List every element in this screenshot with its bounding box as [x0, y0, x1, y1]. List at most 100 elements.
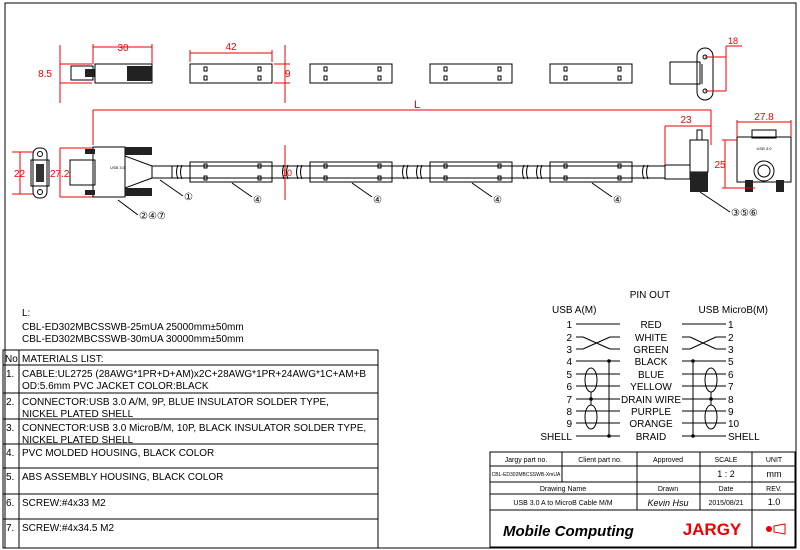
jargy-logo: JARGY: [683, 520, 742, 539]
balloon-mold: ④: [613, 195, 622, 206]
materials-table: No MATERIALS LIST: 1.CABLE:UL2725 (28AWG…: [2, 349, 379, 549]
svg-text:SCREW:#4x33 M2: SCREW:#4x33 M2: [22, 498, 106, 509]
svg-text:DRAIN WIRE: DRAIN WIRE: [621, 395, 681, 406]
microb-connector-side: 23 ③⑤⑥: [664, 115, 758, 219]
materials-row: 1.CABLE:UL2725 (28AWG*1PR+D+AM)x2C+28AWG…: [6, 369, 366, 392]
usb-a-connector: 27.2 USB 3.0: [50, 146, 173, 198]
dim-micro-width: 27.8: [754, 112, 774, 123]
balloon-mold: ④: [373, 195, 382, 206]
drawing-name-value: USB 3.0 A to MicroB Cable M/M: [513, 500, 612, 507]
dim-micro-face-height: 25: [714, 160, 726, 171]
svg-text:BLACK: BLACK: [635, 357, 668, 368]
dim-mold-height: 9: [285, 69, 291, 80]
pinout-left-title: USB A(M): [552, 305, 596, 316]
mold-top-1: [189, 63, 273, 84]
mold-top-4: [549, 63, 633, 84]
pinout-diagram: PIN OUT USB A(M) USB MicroB(M) 1 RED 1 2 WHI…: [540, 290, 768, 443]
mold-top-views: [189, 63, 633, 84]
svg-text:WHITE: WHITE: [635, 333, 668, 344]
mold-main-2: [309, 161, 393, 183]
unit-label: UNIT: [766, 457, 783, 464]
materials-row: 6.SCREW:#4x33 M2: [6, 498, 106, 509]
dim-cable-od: 10: [282, 168, 292, 178]
materials-row: 5.ABS ASSEMBLY HOUSING, BLACK COLOR: [6, 472, 223, 483]
rev-label: REV.: [766, 486, 782, 493]
svg-text:USB 3.0: USB 3.0: [757, 146, 773, 151]
projection-symbol-icon: [766, 523, 786, 535]
svg-text:2.: 2.: [6, 397, 14, 408]
svg-text:BRAID: BRAID: [636, 432, 667, 443]
svg-text:3: 3: [566, 345, 572, 356]
dim-plug-width: 30: [117, 43, 129, 54]
svg-text:CONNECTOR:USB 3.0 A/M, 9P, BLU: CONNECTOR:USB 3.0 A/M, 9P, BLUE INSULATO…: [22, 397, 329, 408]
svg-text:USB 3.0: USB 3.0: [110, 165, 126, 170]
mold-top-3: [429, 63, 513, 84]
svg-text:ORANGE: ORANGE: [629, 419, 673, 430]
dim-micro-height: 18: [728, 36, 738, 46]
usb-a-face-view: 22: [12, 147, 50, 199]
svg-text:2: 2: [566, 333, 572, 344]
cable-main-view: [171, 161, 666, 183]
pinout-row: 2 WHITE 2: [566, 333, 734, 344]
length-line-25m: CBL-ED302MBCSSWB-25mUA 25000mm±50mm: [22, 322, 244, 333]
dim-mold-length: 42: [225, 42, 237, 53]
pinout-row: 9 ORANGE 10: [566, 419, 739, 430]
materials-row: 2. CONNECTOR:USB 3.0 A/M, 9P, BLUE INSULA…: [6, 397, 329, 420]
dim-plug-a-height: 27.2: [50, 169, 70, 180]
svg-text:4.: 4.: [6, 448, 14, 459]
mold-main-4: [549, 161, 633, 183]
pinout-title: PIN OUT: [630, 290, 671, 301]
approved-label: Approved: [653, 457, 683, 464]
sheet-frame: [4, 2, 797, 549]
svg-text:SHELL: SHELL: [728, 432, 760, 443]
mobile-computing-logo: Mobile Computing: [503, 523, 634, 540]
unit-value: mm: [767, 469, 782, 479]
drawing-name-label: Drawing Name: [540, 486, 586, 493]
dim-plug-height: 8.5: [38, 69, 52, 80]
svg-text:PURPLE: PURPLE: [631, 407, 671, 418]
date-label: Date: [719, 486, 734, 493]
svg-text:10: 10: [728, 419, 740, 430]
svg-text:8: 8: [728, 395, 734, 406]
pinout-right-title: USB MicroB(M): [699, 305, 768, 316]
svg-text:5.: 5.: [6, 472, 14, 483]
pinout-row: 1 RED 1: [566, 320, 734, 331]
drawn-signature: Kevin Hsu: [647, 498, 688, 508]
svg-text:9: 9: [728, 407, 734, 418]
svg-text:BLUE: BLUE: [638, 370, 664, 381]
balloon-cable: ①: [184, 192, 193, 203]
length-line-30m: CBL-ED302MBCSSWB-30mUA 30000mm±50mm: [22, 334, 244, 345]
title-block: Jargy part no. Client part no. Approved …: [489, 451, 796, 548]
mold-main-3: [429, 161, 513, 183]
svg-text:NICKEL PLATED SHELL: NICKEL PLATED SHELL: [22, 409, 134, 420]
svg-text:YELLOW: YELLOW: [630, 382, 672, 393]
svg-text:9: 9: [566, 419, 572, 430]
balloon-mold: ④: [253, 195, 262, 206]
svg-text:RED: RED: [640, 320, 661, 331]
svg-text:6: 6: [566, 382, 572, 393]
materials-row: 7.SCREW:#4x34.5 M2: [6, 523, 115, 534]
svg-text:5: 5: [728, 357, 734, 368]
svg-text:1: 1: [566, 320, 572, 331]
svg-text:GREEN: GREEN: [633, 345, 669, 356]
client-part-label: Client part no.: [578, 457, 622, 464]
materials-no-header: No: [5, 354, 18, 365]
scale-label: SCALE: [715, 457, 738, 464]
mold-main-1: [189, 161, 273, 183]
jargy-part-value: CBL-ED302MBCSSWB-XmUA: [492, 472, 561, 478]
svg-text:3.: 3.: [6, 423, 14, 434]
svg-text:NICKEL PLATED SHELL: NICKEL PLATED SHELL: [22, 435, 134, 446]
svg-text:2: 2: [728, 333, 734, 344]
svg-text:6: 6: [728, 370, 734, 381]
svg-text:7: 7: [728, 382, 734, 393]
mold-top-2: [309, 63, 393, 84]
svg-text:3: 3: [728, 345, 734, 356]
pinout-row: 3 GREEN 3: [566, 345, 734, 356]
svg-text:1: 1: [728, 320, 734, 331]
materials-row: 3.CONNECTOR:USB 3.0 MicroB/M, 10P, BLACK…: [6, 423, 366, 446]
